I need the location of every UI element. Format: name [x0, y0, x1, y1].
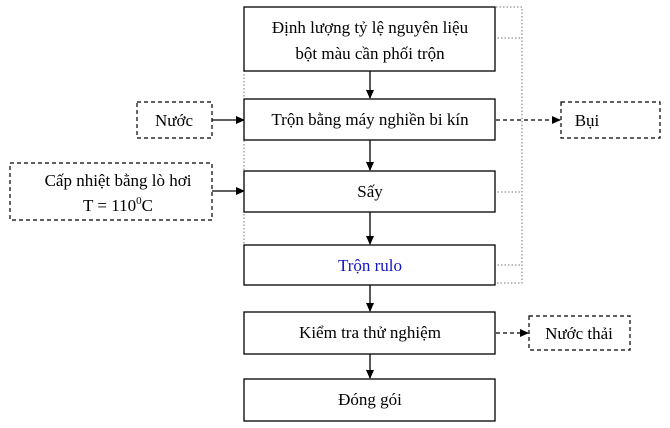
input-water-label: Nước — [155, 111, 193, 130]
output-dust-label: Bụi — [575, 111, 600, 130]
input-water: Nước — [136, 101, 213, 139]
step-dong-goi-label: Đóng gói — [338, 390, 402, 409]
step-kiem-tra: Kiểm tra thử nghiệm — [243, 311, 496, 355]
step-tron-nghien-bi-label: Trộn bằng máy nghiền bi kín — [271, 110, 469, 129]
step-tron-nghien-bi: Trộn bằng máy nghiền bi kín — [243, 98, 496, 141]
step-say-label: Sấy — [357, 182, 383, 201]
input-heat: Cấp nhiệt bằng lò hơi T = 1100C — [9, 162, 213, 221]
step-kiem-tra-label: Kiểm tra thử nghiệm — [299, 323, 441, 342]
input-heat-line1: Cấp nhiệt bằng lò hơi — [45, 171, 192, 190]
input-heat-temperature: T = 1100C — [83, 195, 153, 215]
step-tron-rulo-label: Trộn rulo — [338, 256, 402, 275]
output-dust: Bụi — [560, 101, 661, 139]
step-dong-goi: Đóng gói — [243, 378, 496, 422]
step-dinh-luong: Định lượng tỷ lệ nguyên liệu bột màu cần… — [243, 6, 496, 72]
output-wastewater-label: Nước thải — [545, 324, 613, 343]
step-say: Sấy — [243, 170, 496, 213]
step-dinh-luong-line1: Định lượng tỷ lệ nguyên liệu — [272, 18, 469, 37]
step-tron-rulo: Trộn rulo — [243, 244, 496, 286]
step-dinh-luong-line2: bột màu cần phối trộn — [295, 44, 445, 63]
output-wastewater: Nước thải — [528, 315, 631, 351]
